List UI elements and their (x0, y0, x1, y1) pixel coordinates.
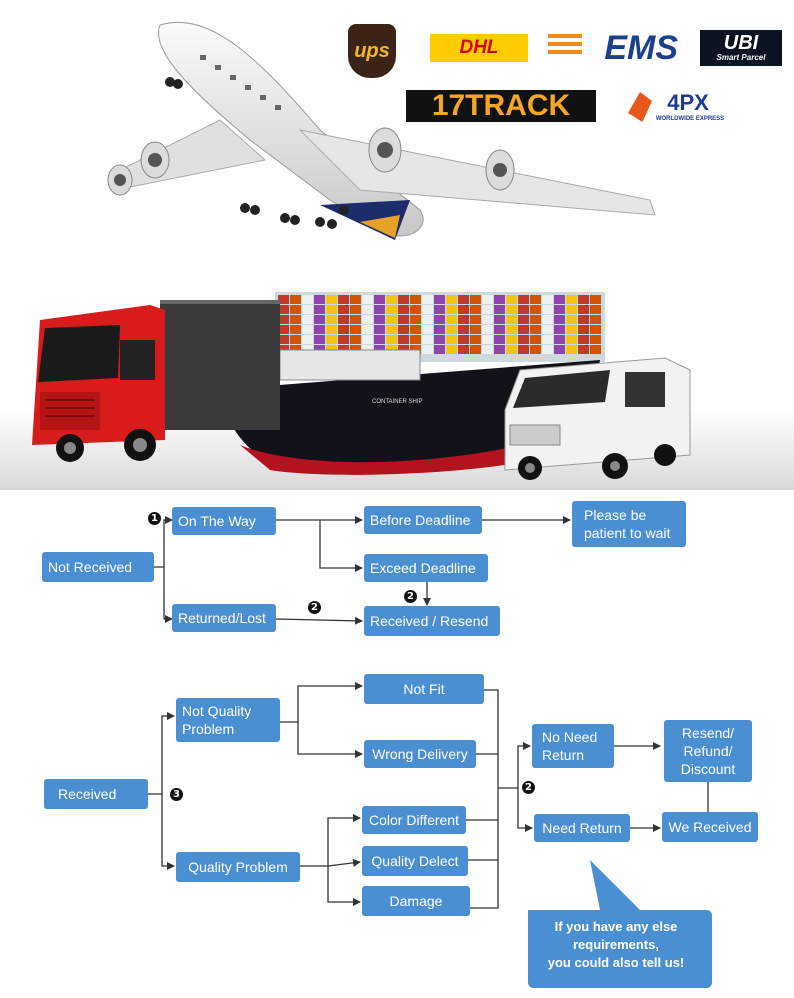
speech-bubble (528, 860, 712, 988)
ems-logo-text: EMS (604, 28, 678, 67)
van (504, 357, 691, 480)
dhl-logo: DHL (430, 34, 528, 62)
ubi-logo: UBI Smart Parcel (700, 30, 782, 66)
bubble-text: If you have any else requirements, you c… (547, 919, 685, 970)
airplane (107, 21, 656, 240)
ups-logo-text: ups (354, 39, 390, 62)
box-returned-lost: Returned/Lost (172, 604, 276, 632)
box-damage: Damage (362, 886, 470, 916)
ubi-logo-text: UBI (723, 32, 759, 54)
ubi-logo-subtext: Smart Parcel (716, 53, 766, 62)
ups-logo: ups (348, 24, 396, 78)
box-quality-defect: Quality Delect (362, 846, 468, 876)
box-received: Received (44, 779, 148, 809)
step-marker-2-returned: 2 (308, 601, 321, 614)
box-received-resend: Received / Resend (364, 606, 500, 636)
box-please-wait: Please be patient to wait (572, 501, 686, 547)
shipping-illustration: CONTAINER SHIP (0, 21, 794, 490)
box-resend-refund-discount: Resend/ Refund/ Discount (664, 720, 752, 782)
step-marker-2-exceed: 2 (404, 590, 417, 603)
box-not-received: Not Received (42, 552, 154, 582)
container-ship: CONTAINER SHIP (215, 292, 605, 475)
box-need-return: Need Return (534, 814, 630, 842)
ship-name-label: CONTAINER SHIP (372, 399, 423, 405)
box-no-need-return: No Need Return (532, 724, 614, 768)
step-marker-3: 3 (170, 788, 183, 801)
box-not-fit: Not Fit (364, 674, 484, 704)
dhl-logo-text: DHL (459, 37, 499, 58)
step-marker-1: 1 (148, 512, 161, 525)
4px-logo-subtext: WORLDWIDE EXPRESS (655, 116, 725, 122)
4px-logo: 4PX WORLDWIDE EXPRESS (628, 88, 728, 126)
box-exceed-deadline: Exceed Deadline (364, 554, 488, 582)
box-before-deadline: Before Deadline (364, 506, 482, 534)
17track-logo: 17TRACK (406, 89, 596, 122)
box-we-received: We Received (662, 812, 758, 842)
box-not-quality-problem: Not Quality Problem (176, 698, 280, 742)
box-on-the-way: On The Way (172, 507, 276, 535)
ems-logo: EMS (548, 28, 678, 68)
box-quality-problem: Quality Problem (176, 852, 300, 882)
box-wrong-delivery: Wrong Delivery (364, 740, 476, 768)
step-marker-2-return: 2 (522, 781, 535, 794)
truck (32, 300, 280, 462)
17track-logo-text: 17TRACK (431, 89, 571, 122)
4px-logo-text: 4PX (667, 90, 709, 115)
box-color-different: Color Different (362, 806, 466, 834)
